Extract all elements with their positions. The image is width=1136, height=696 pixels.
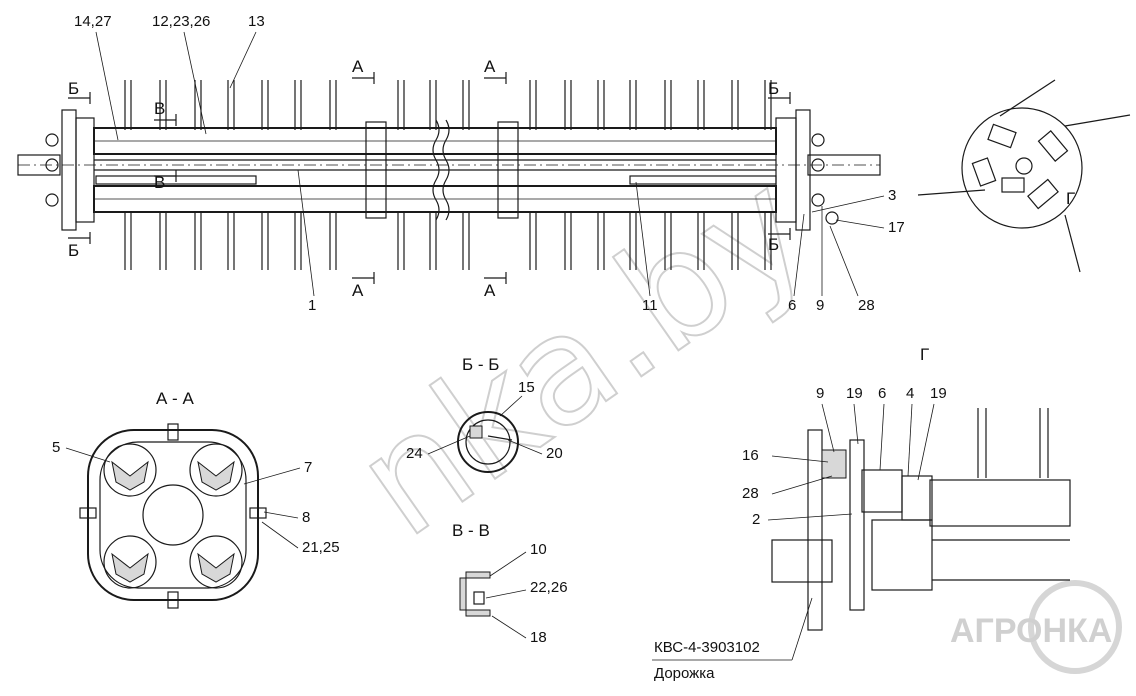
svg-text:А: А: [352, 281, 364, 300]
svg-text:22,26: 22,26: [530, 579, 568, 596]
detail-g: Г 9 19 6 4 19 16 28 2: [742, 345, 1071, 631]
section-marks: А А А А Б Б Б Б В В: [68, 57, 791, 300]
section-vv: В - В 10 22,26 18: [452, 521, 568, 646]
svg-text:1: 1: [308, 297, 316, 314]
main-labels: 14,27 12,23,26 13 3 17 28 9 6 1 11: [74, 13, 905, 314]
svg-text:7: 7: [304, 459, 312, 476]
svg-text:8: 8: [302, 509, 310, 526]
svg-text:А: А: [484, 281, 496, 300]
svg-text:Г: Г: [1066, 189, 1075, 208]
svg-text:6: 6: [788, 297, 796, 314]
svg-text:20: 20: [546, 445, 563, 462]
svg-text:24: 24: [406, 445, 423, 462]
svg-text:21,25: 21,25: [302, 539, 340, 556]
svg-text:10: 10: [530, 541, 547, 558]
svg-text:19: 19: [846, 385, 863, 402]
tines-top: [124, 80, 772, 130]
section-aa: А - А 5 7 8 21,25: [52, 389, 340, 609]
section-bb: Б - Б 15 24 20: [406, 355, 563, 473]
svg-text:28: 28: [742, 485, 759, 502]
svg-text:12,23,26: 12,23,26: [152, 13, 210, 30]
svg-text:2: 2: [752, 511, 760, 528]
tines-bottom: [124, 212, 772, 270]
svg-text:А: А: [352, 57, 364, 76]
callout: КВС-4-3903102 Дорожка: [652, 597, 813, 682]
svg-text:В: В: [154, 173, 165, 192]
logo-watermark: АГРОНКА: [950, 580, 1122, 674]
svg-text:14,27: 14,27: [74, 13, 112, 30]
svg-text:КВС-4-3903102: КВС-4-3903102: [654, 639, 760, 656]
svg-text:11: 11: [642, 297, 658, 314]
svg-text:Г: Г: [920, 345, 929, 364]
svg-text:9: 9: [816, 297, 824, 314]
detail-g-circle: Г: [917, 79, 1131, 273]
svg-text:АГРОНКА: АГРОНКА: [950, 612, 1112, 650]
svg-text:В - В: В - В: [452, 521, 490, 540]
svg-text:Б: Б: [768, 235, 779, 254]
main-view: [17, 80, 881, 270]
svg-text:Б: Б: [68, 79, 79, 98]
svg-text:Дорожка: Дорожка: [654, 665, 715, 682]
svg-text:13: 13: [248, 13, 265, 30]
svg-text:В: В: [154, 99, 165, 118]
svg-text:А - А: А - А: [156, 389, 194, 408]
svg-text:16: 16: [742, 447, 759, 464]
watermark: nka.by: [326, 139, 840, 572]
svg-text:18: 18: [530, 629, 547, 646]
svg-text:3: 3: [888, 187, 896, 204]
svg-text:6: 6: [878, 385, 886, 402]
svg-text:4: 4: [906, 385, 914, 402]
svg-text:28: 28: [858, 297, 875, 314]
svg-text:Б: Б: [768, 79, 779, 98]
svg-text:Б: Б: [68, 241, 79, 260]
svg-text:9: 9: [816, 385, 824, 402]
svg-text:19: 19: [930, 385, 947, 402]
svg-text:Б - Б: Б - Б: [462, 355, 499, 374]
svg-text:15: 15: [518, 379, 535, 396]
svg-text:nka.by: nka.by: [327, 140, 839, 571]
svg-text:А: А: [484, 57, 496, 76]
svg-text:17: 17: [888, 219, 905, 236]
svg-text:5: 5: [52, 439, 60, 456]
